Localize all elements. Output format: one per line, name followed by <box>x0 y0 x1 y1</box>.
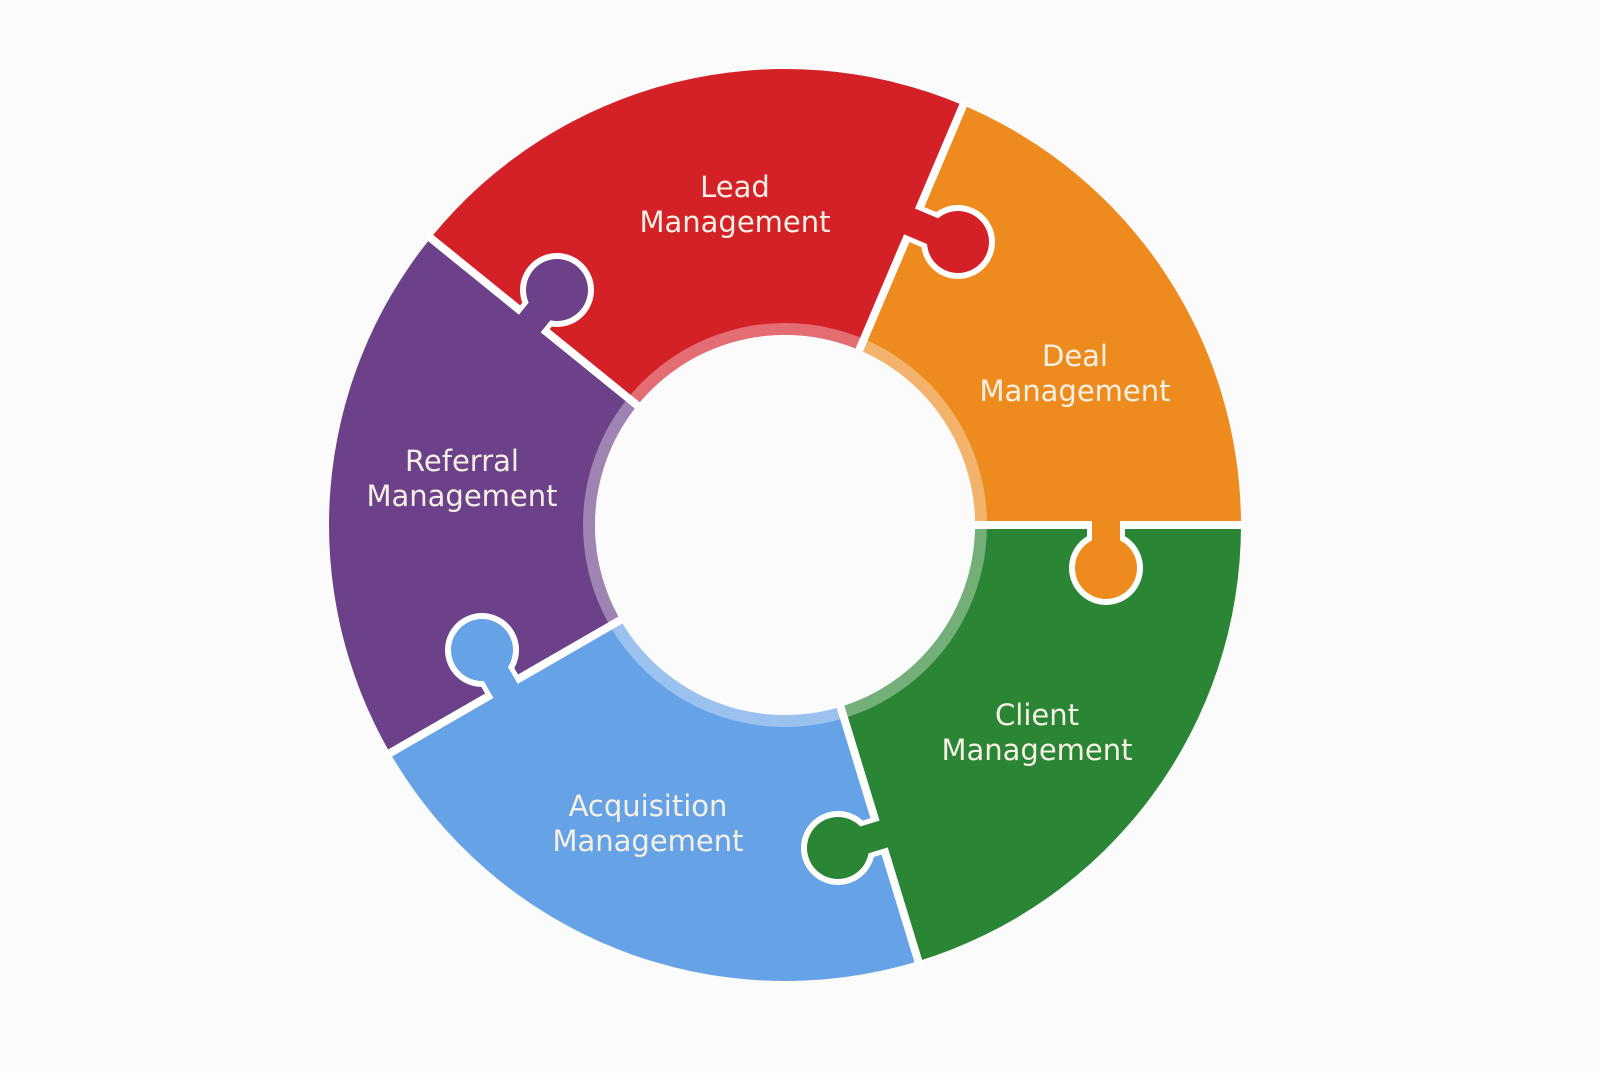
piece-acquisition <box>390 620 919 981</box>
knob-lead <box>927 211 989 273</box>
knob-acquisition <box>451 619 513 681</box>
inner-ring-deal <box>859 339 987 526</box>
knob-client <box>807 817 869 879</box>
piece-referral <box>328 238 638 753</box>
inner-ring-lead <box>628 323 864 406</box>
knob-deal <box>1075 537 1137 599</box>
inner-ring-client <box>840 524 987 719</box>
piece-client <box>840 525 1241 962</box>
center-hole <box>595 335 975 715</box>
inner-ring-referral <box>583 397 638 626</box>
knob-referral <box>526 259 588 321</box>
inner-ring-acquisition <box>610 619 845 727</box>
